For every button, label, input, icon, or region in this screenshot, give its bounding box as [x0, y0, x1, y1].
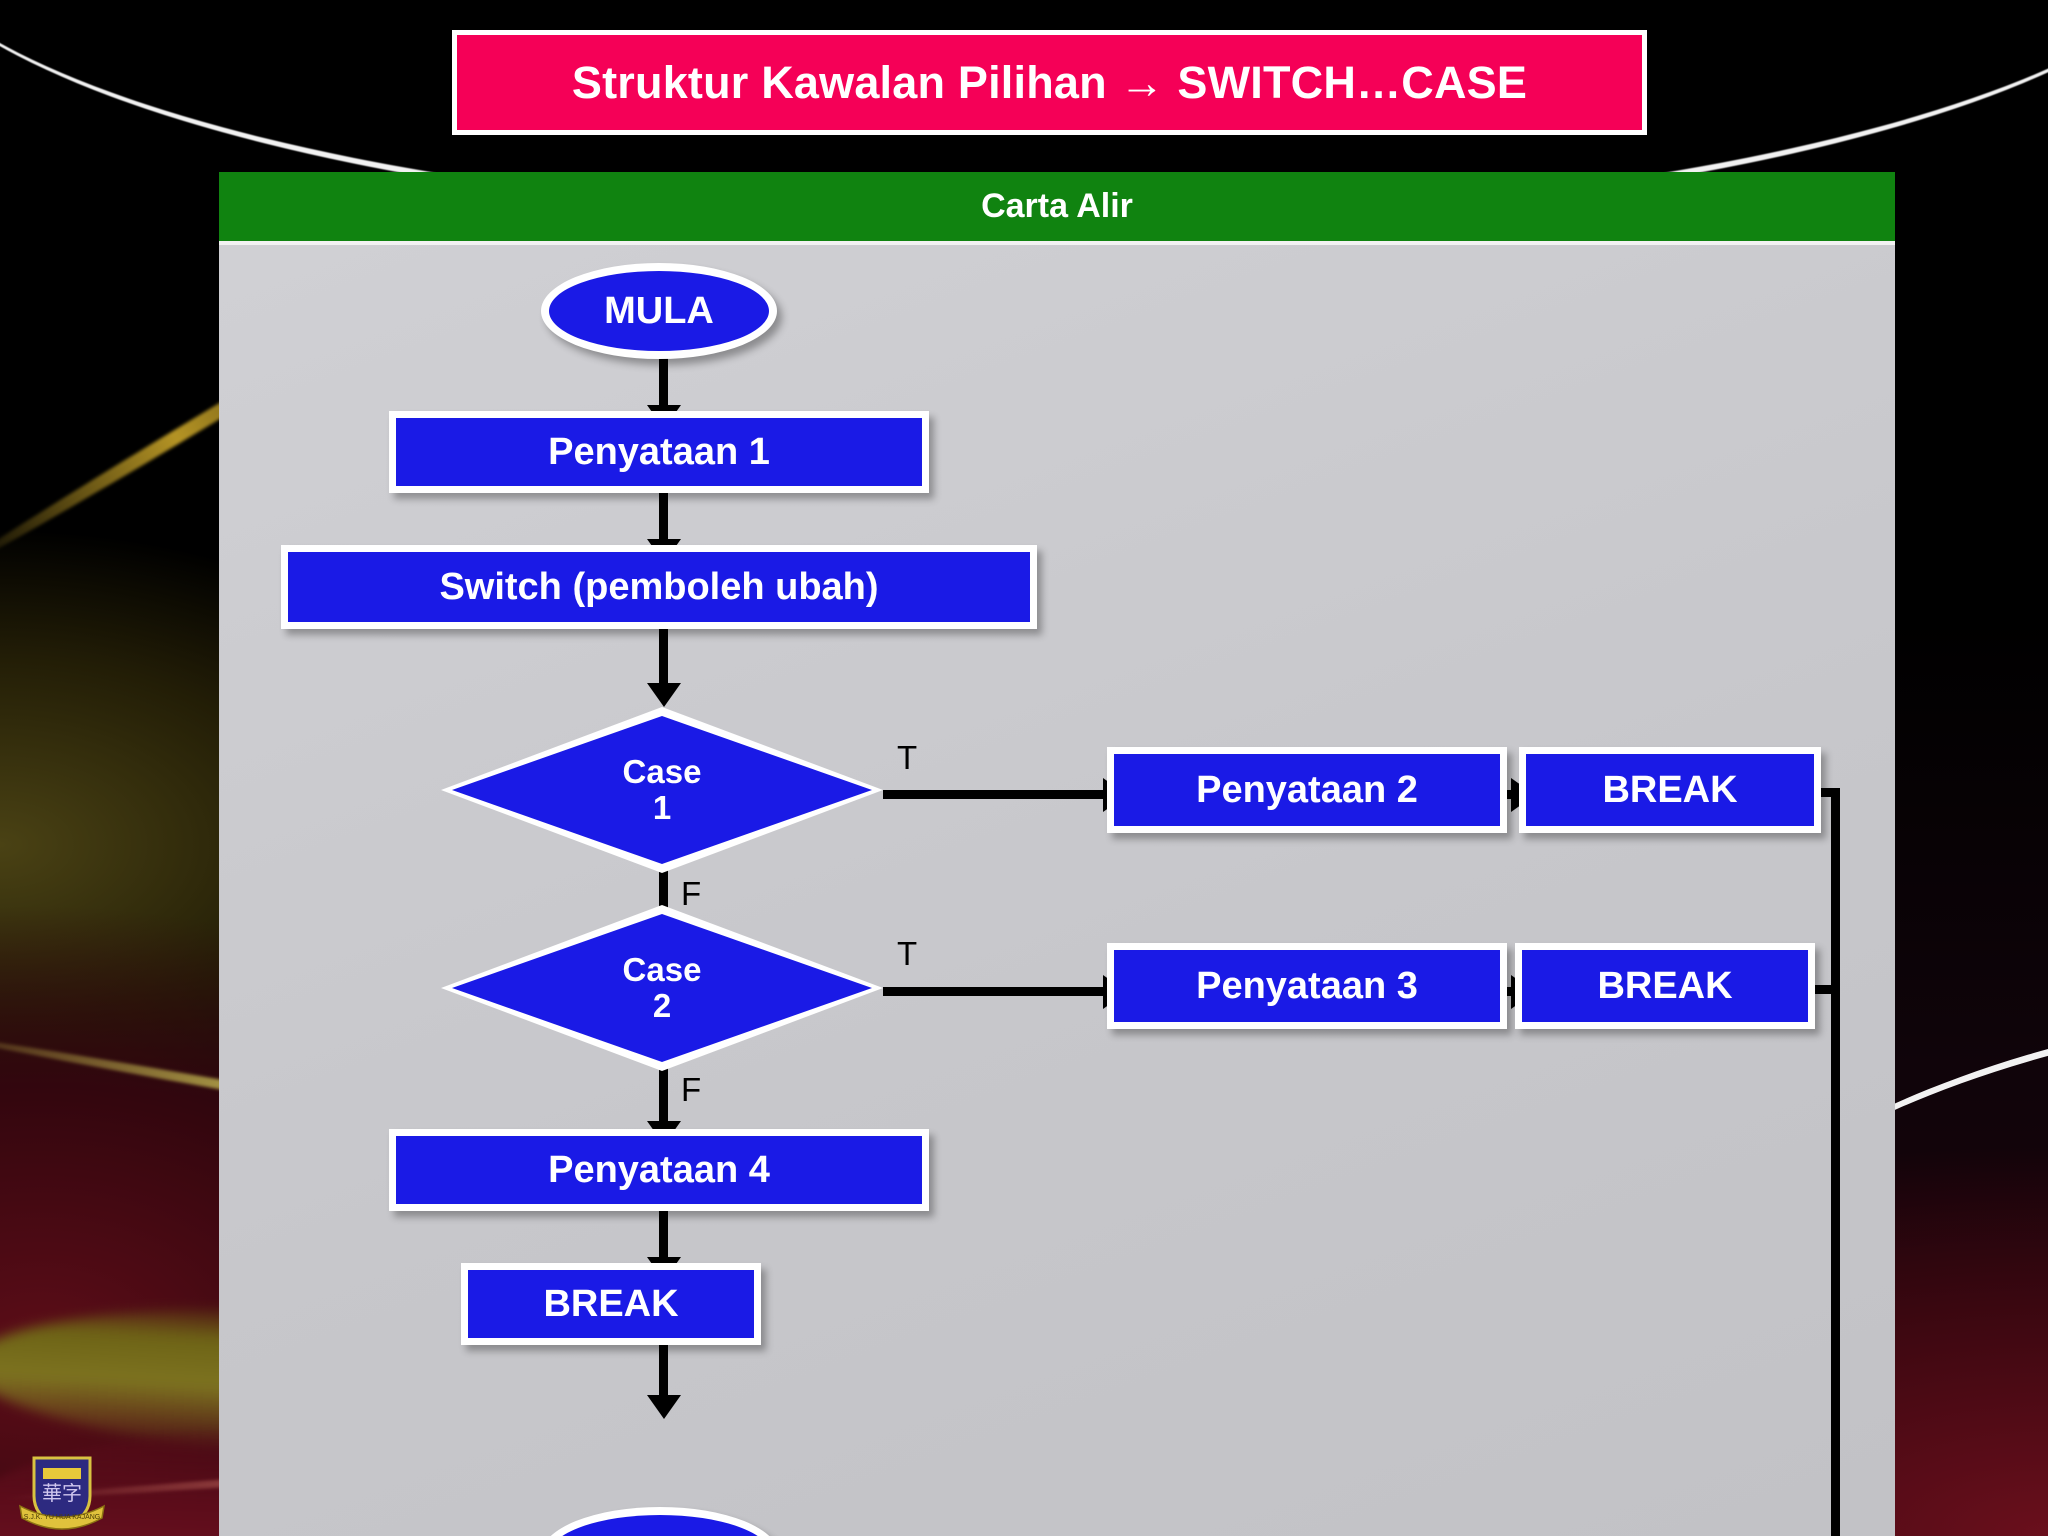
node-switch[interactable]: Switch (pemboleh ubah): [281, 545, 1037, 629]
connector-switch-case1: [659, 623, 668, 689]
connector-penyataan1-switch: [659, 489, 668, 545]
node-break-3-label: BREAK: [543, 1282, 679, 1325]
slide-title-banner: Struktur Kawalan Pilihan → SWITCH…CASE: [452, 30, 1647, 135]
connector-penyataan4-break3: [659, 1207, 668, 1263]
node-case-2[interactable]: Case 2: [441, 905, 883, 1071]
flowchart-panel: Carta Alir: [219, 172, 1895, 1536]
node-case-2-label-line1: Case: [622, 951, 702, 989]
node-penyataan-4-label: Penyataan 4: [548, 1148, 770, 1191]
connector-case2-penyataan3: [883, 987, 1108, 996]
flowchart-canvas: T F T F MULA Penyataan 1 Switch (pembole…: [219, 245, 1895, 1536]
arrowhead-down: [647, 1395, 681, 1419]
svg-text:華字: 華字: [42, 1481, 82, 1505]
connector-break3-tamat: [659, 1343, 668, 1403]
node-switch-label: Switch (pemboleh ubah): [439, 565, 879, 608]
node-break-2[interactable]: BREAK: [1515, 943, 1815, 1029]
edge-label-case1-false: F: [681, 875, 702, 912]
connector-case2-penyataan4: [659, 1067, 668, 1129]
school-crest-logo: 華字 S.J.K. YU HUA KAJANG: [19, 1456, 105, 1530]
node-break-3[interactable]: BREAK: [461, 1263, 761, 1345]
svg-text:S.J.K. YU HUA KAJANG: S.J.K. YU HUA KAJANG: [24, 1514, 101, 1521]
connector-mula-penyataan1: [659, 355, 668, 411]
node-penyataan-3[interactable]: Penyataan 3: [1107, 943, 1507, 1029]
node-break-1-label: BREAK: [1602, 768, 1738, 811]
connector-case1-case2: [659, 870, 668, 930]
node-case-1[interactable]: Case 1: [441, 707, 883, 873]
edge-label-case2-false: F: [681, 1071, 702, 1108]
node-case-2-label-line2: 2: [652, 987, 672, 1024]
node-penyataan-4[interactable]: Penyataan 4: [389, 1129, 929, 1211]
slide-title-text: Struktur Kawalan Pilihan → SWITCH…CASE: [571, 56, 1528, 108]
connector-case1-penyataan2: [883, 790, 1108, 799]
node-break-2-label: BREAK: [1597, 964, 1733, 1007]
node-penyataan-2-label: Penyataan 2: [1196, 768, 1418, 811]
edge-label-case1-true: T: [897, 739, 918, 776]
node-case-1-label-line1: Case: [622, 753, 702, 791]
connector-return-bus-vertical: [1831, 788, 1840, 1536]
node-penyataan-1-label: Penyataan 1: [548, 430, 770, 473]
edge-label-case2-true: T: [897, 935, 918, 972]
node-case-1-label-line2: 1: [652, 789, 672, 826]
node-mula[interactable]: MULA: [541, 263, 777, 359]
arrowhead-down: [647, 683, 681, 707]
panel-header-title: Carta Alir: [981, 187, 1133, 225]
node-penyataan-3-label: Penyataan 3: [1196, 964, 1418, 1007]
node-penyataan-2[interactable]: Penyataan 2: [1107, 747, 1507, 833]
node-mula-label: MULA: [604, 289, 714, 332]
node-tamat[interactable]: TAMAT: [541, 1507, 779, 1536]
node-penyataan-1[interactable]: Penyataan 1: [389, 411, 929, 493]
panel-header-bar: Carta Alir: [219, 172, 1895, 245]
node-break-1[interactable]: BREAK: [1519, 747, 1821, 833]
